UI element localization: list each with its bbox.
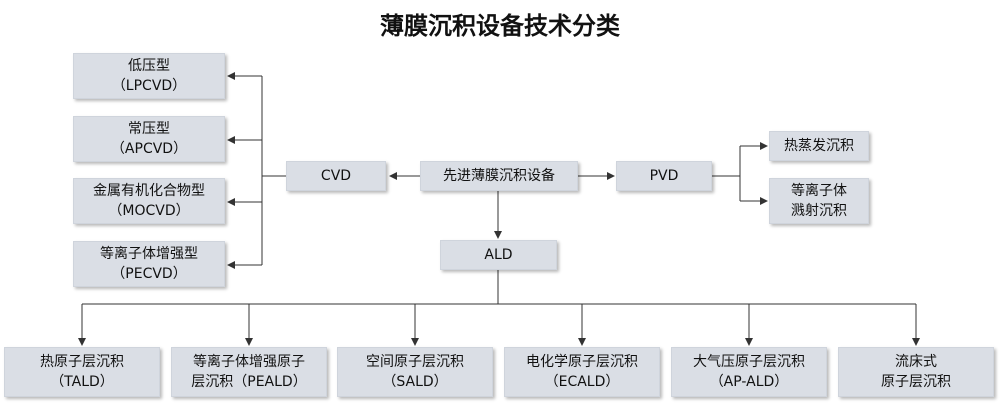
node-name: 等离子体增强型 — [100, 246, 198, 262]
root-label: 先进薄膜沉积设备 — [443, 168, 555, 184]
node-abbr: （APCVD） — [110, 141, 188, 157]
cvd-node: CVD — [286, 161, 386, 191]
node-line2: （ECALD） — [544, 374, 620, 390]
ald-child-ecald: 电化学原子层沉积 （ECALD） — [504, 347, 660, 397]
pvd-child-thermal-evaporation: 热蒸发沉积 — [769, 131, 869, 161]
cvd-child-pecvd: 等离子体增强型 （PECVD） — [73, 241, 225, 287]
node-abbr: （PECVD） — [111, 266, 187, 282]
node-line1: 热原子层沉积 — [40, 354, 124, 370]
pvd-child-sputtering: 等离子体 溅射沉积 — [769, 178, 869, 224]
ald-node: ALD — [440, 240, 557, 270]
node-line1: 等离子体 — [791, 183, 847, 199]
node-name: 低压型 — [128, 58, 170, 74]
root-node: 先进薄膜沉积设备 — [420, 161, 578, 191]
node-abbr: （LPCVD） — [111, 78, 187, 94]
cvd-label: CVD — [320, 168, 352, 184]
diagram-title: 薄膜沉积设备技术分类 — [380, 11, 620, 40]
node-line1: 电化学原子层沉积 — [526, 354, 638, 370]
ald-child-tald: 热原子层沉积 （TALD） — [4, 347, 160, 397]
node-line2: （AP-ALD） — [709, 374, 789, 390]
cvd-child-apcvd: 常压型 （APCVD） — [73, 116, 225, 162]
cvd-child-lpcvd: 低压型 （LPCVD） — [73, 53, 225, 99]
node-line2: 原子层沉积 — [881, 374, 951, 390]
ald-child-peald: 等离子体增强原子 层沉积（PEALD） — [171, 347, 327, 397]
node-abbr: （MOCVD） — [108, 203, 190, 219]
node-line2: （SALD） — [382, 374, 448, 390]
node-line2: 层沉积（PEALD） — [191, 374, 307, 390]
pvd-label: PVD — [649, 168, 679, 184]
cvd-child-mocvd: 金属有机化合物型 （MOCVD） — [73, 178, 225, 224]
node-line1: 流床式 — [895, 354, 937, 370]
node-name: 常压型 — [128, 121, 170, 137]
node-name: 金属有机化合物型 — [93, 183, 205, 199]
node-line1: 空间原子层沉积 — [366, 354, 464, 370]
node-line1: 等离子体增强原子 — [193, 354, 305, 370]
ald-label: ALD — [484, 247, 513, 263]
node-line2: 溅射沉积 — [791, 203, 847, 219]
ald-child-fluidized-bed: 流床式 原子层沉积 — [838, 347, 994, 397]
ald-child-sald: 空间原子层沉积 （SALD） — [337, 347, 493, 397]
pvd-node: PVD — [616, 161, 712, 191]
node-line1: 热蒸发沉积 — [784, 138, 854, 154]
ald-child-ap-ald: 大气压原子层沉积 （AP-ALD） — [671, 347, 827, 397]
node-line1: 大气压原子层沉积 — [693, 354, 805, 370]
node-line2: （TALD） — [50, 374, 114, 390]
